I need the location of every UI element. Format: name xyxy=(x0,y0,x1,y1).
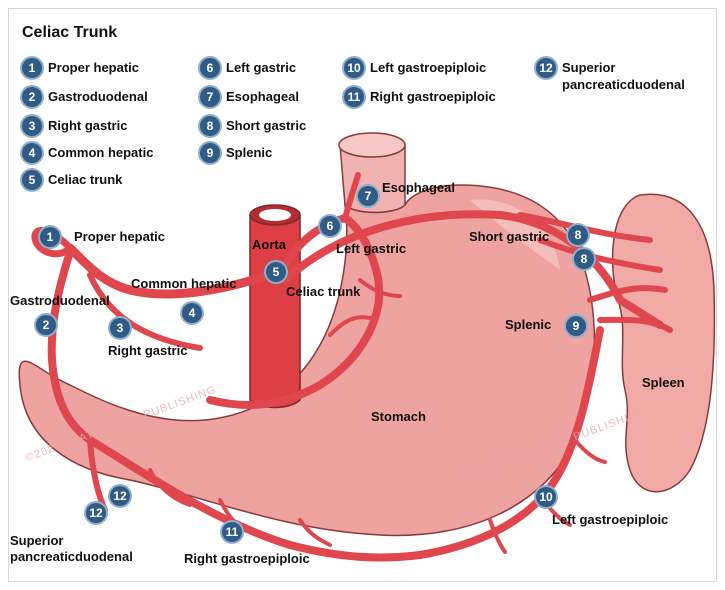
legend-item-8: 8 Short gastric xyxy=(200,116,306,136)
marker-4: 4 xyxy=(182,303,202,323)
legend-label: Splenic xyxy=(226,145,273,160)
legend-label: Celiac trunk xyxy=(48,172,123,187)
common-hepatic-vessel xyxy=(65,243,280,299)
legend-badge: 8 xyxy=(200,116,220,136)
marker-2: 2 xyxy=(36,315,56,335)
splenic-branch-1 xyxy=(597,316,673,333)
right-gastric-vessel xyxy=(87,272,203,351)
label-stomach: Stomach xyxy=(371,409,426,424)
legend-badge: 1 xyxy=(22,58,42,78)
stomach-shape xyxy=(18,184,596,537)
label-superior-pancreaticduodenal: Superior pancreaticduodenal xyxy=(10,533,133,564)
label-right-gastroepiploic: Right gastroepiploic xyxy=(184,551,310,566)
right-gastroepiploic-vessel xyxy=(86,436,424,562)
diagram-frame xyxy=(8,8,717,582)
legend-item-6: 6 Left gastric xyxy=(200,58,296,78)
legend-label: Esophageal xyxy=(226,89,299,104)
esophagus-opening xyxy=(338,132,406,158)
legend-label: Left gastric xyxy=(226,60,297,75)
legend-item-12: 12 Superior pancreaticduodenal xyxy=(536,58,711,93)
marker-8b: 8 xyxy=(574,249,594,269)
legend-badge: 3 xyxy=(22,116,42,136)
legend-badge: 4 xyxy=(22,143,42,163)
label-gastroduodenal: Gastroduodenal xyxy=(10,293,110,308)
marker-8a: 8 xyxy=(568,225,588,245)
marker-1: 1 xyxy=(40,227,60,247)
legend-item-7: 7 Esophageal xyxy=(200,87,299,107)
vessels xyxy=(31,172,673,562)
label-celiac-trunk: Celiac trunk xyxy=(286,284,361,299)
legend-badge: 6 xyxy=(200,58,220,78)
legend-label: Superior pancreaticduodenal xyxy=(562,60,685,92)
label-left-gastroepiploic: Left gastroepiploic xyxy=(552,512,669,527)
marker-12b: 12 xyxy=(86,503,106,523)
marker-7: 7 xyxy=(358,186,378,206)
legend-label: Short gastric xyxy=(226,118,307,133)
label-left-gastric: Left gastric xyxy=(336,241,407,256)
marker-10: 10 xyxy=(536,487,556,507)
legend-label: Right gastric xyxy=(48,118,128,133)
legend-badge: 9 xyxy=(200,143,220,163)
legend-item-2: 2 Gastroduodenal xyxy=(22,87,148,107)
legend-badge: 12 xyxy=(536,58,556,78)
marker-3: 3 xyxy=(110,318,130,338)
legend-badge: 5 xyxy=(22,170,42,190)
legend-item-9: 9 Splenic xyxy=(200,143,272,163)
legend-label: Proper hepatic xyxy=(48,60,140,75)
legend-label: Common hepatic xyxy=(48,145,154,160)
legend-item-11: 11 Right gastroepiploic xyxy=(344,87,496,107)
marker-11: 11 xyxy=(222,522,242,542)
gastroduodenal-vessel xyxy=(47,248,94,444)
legend-label: Gastroduodenal xyxy=(48,89,148,104)
label-right-gastric: Right gastric xyxy=(108,343,188,358)
left-gastroepiploic-vessel xyxy=(416,326,604,559)
legend-item-1: 1 Proper hepatic xyxy=(22,58,139,78)
splenic-branch-2 xyxy=(587,285,668,303)
label-splenic: Splenic xyxy=(505,317,552,332)
marker-6: 6 xyxy=(320,216,340,236)
legend-label: Left gastroepiploic xyxy=(370,60,487,75)
legend-item-5: 5 Celiac trunk xyxy=(22,170,122,190)
label-proper-hepatic: Proper hepatic xyxy=(74,229,166,244)
label-short-gastric: Short gastric xyxy=(469,229,550,244)
legend-label: Right gastroepiploic xyxy=(370,89,496,104)
legend-badge: 11 xyxy=(344,87,364,107)
marker-12a: 12 xyxy=(110,486,130,506)
diagram-title: Celiac Trunk xyxy=(22,24,118,41)
label-esophageal: Esophageal xyxy=(382,180,455,195)
label-spleen: Spleen xyxy=(642,375,685,390)
legend-item-10: 10 Left gastroepiploic xyxy=(344,58,486,78)
splenic-vessel xyxy=(281,210,664,329)
legend-badge: 7 xyxy=(200,87,220,107)
short-gastric-vessel-2 xyxy=(537,237,663,273)
esophageal-vessel xyxy=(342,172,361,221)
legend-item-3: 3 Right gastric xyxy=(22,116,127,136)
label-common-hepatic: Common hepatic xyxy=(131,276,237,291)
marker-5: 5 xyxy=(266,262,286,282)
legend-item-4: 4 Common hepatic xyxy=(22,143,153,163)
marker-9: 9 xyxy=(566,316,586,336)
label-aorta: Aorta xyxy=(252,237,286,252)
legend-badge: 10 xyxy=(344,58,364,78)
legend-badge: 2 xyxy=(22,87,42,107)
